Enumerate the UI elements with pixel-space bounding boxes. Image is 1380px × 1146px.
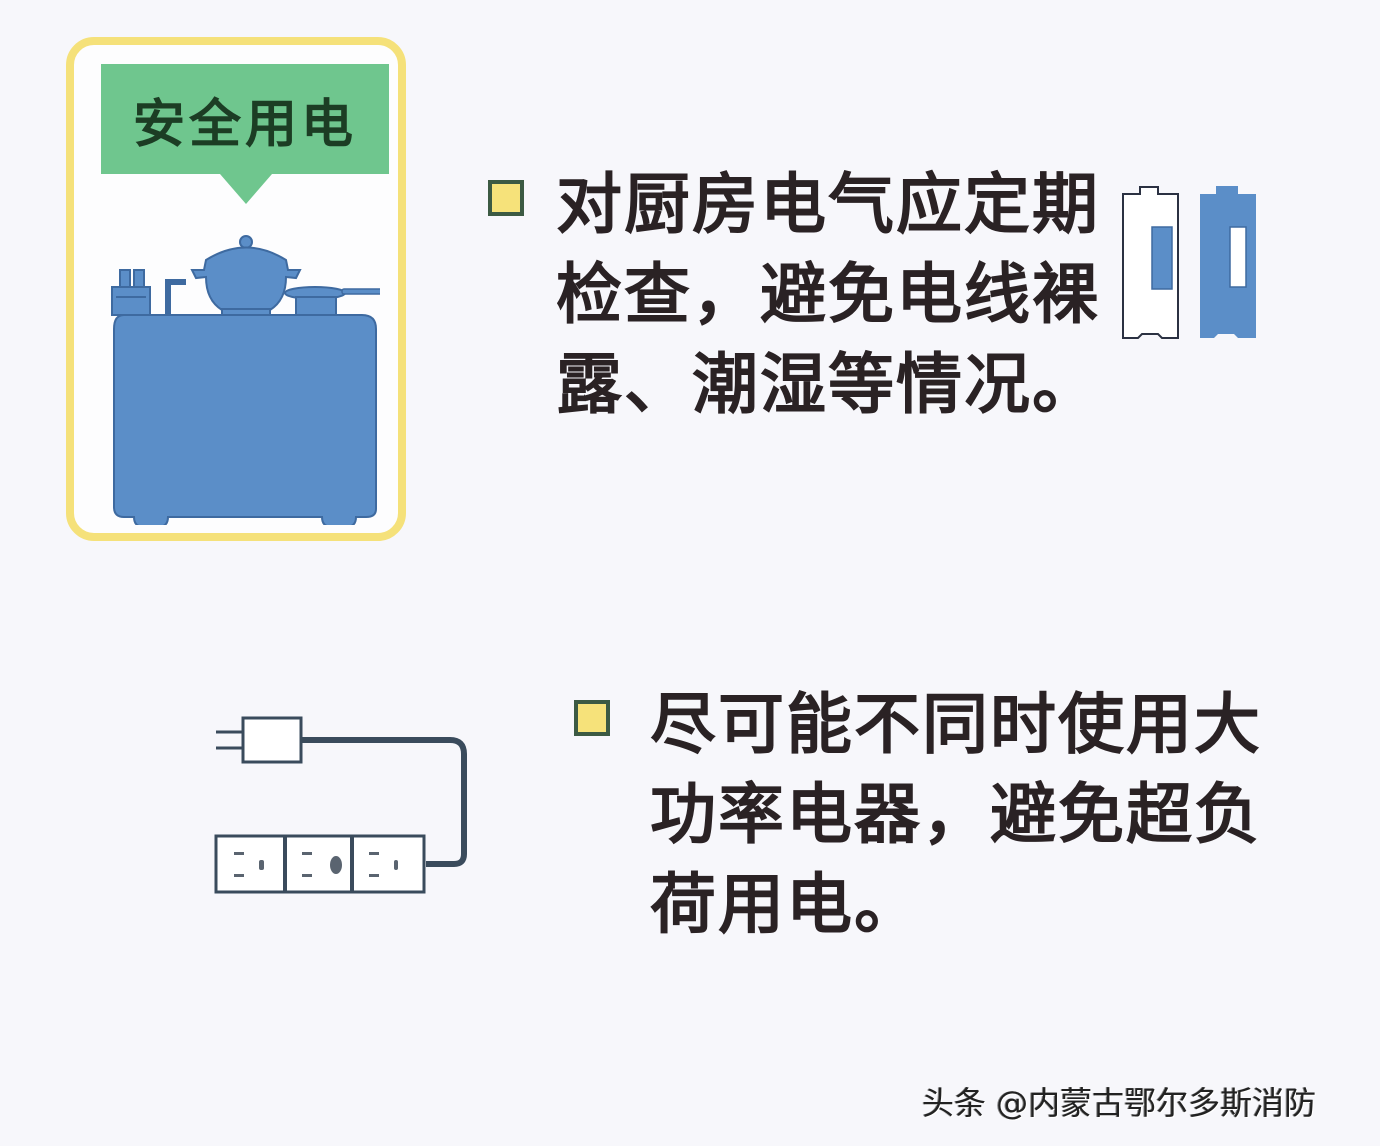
safety-card: 安全用电 — [66, 37, 406, 541]
power-strip-icon — [214, 716, 467, 894]
watermark: 头条 @内蒙古鄂尔多斯消防 — [922, 1084, 1317, 1122]
bullet-marker — [488, 180, 524, 216]
card-title: 安全用电 — [132, 94, 357, 155]
banner-pointer — [220, 174, 272, 204]
tip-line: 荷用电。 — [650, 866, 922, 943]
bullet-marker — [574, 700, 610, 736]
tip-line: 对厨房电气应定期 — [556, 166, 1100, 243]
title-banner: 安全用电 — [101, 64, 389, 174]
tip-text-2: 尽可能不同时使用大 功率电器，避免超负 荷用电。 — [650, 680, 1262, 950]
tip-text-1: 对厨房电气应定期 检查，避免电线裸 露、潮湿等情况。 — [556, 160, 1100, 430]
battery-icon — [1122, 186, 1256, 339]
tip-line: 尽可能不同时使用大 — [650, 686, 1262, 763]
tip-line: 露、潮湿等情况。 — [556, 346, 1100, 423]
tip-line: 检查，避免电线裸 — [556, 256, 1100, 333]
tip-line: 功率电器，避免超负 — [650, 776, 1262, 853]
kitchen-stove-icon — [111, 235, 380, 525]
